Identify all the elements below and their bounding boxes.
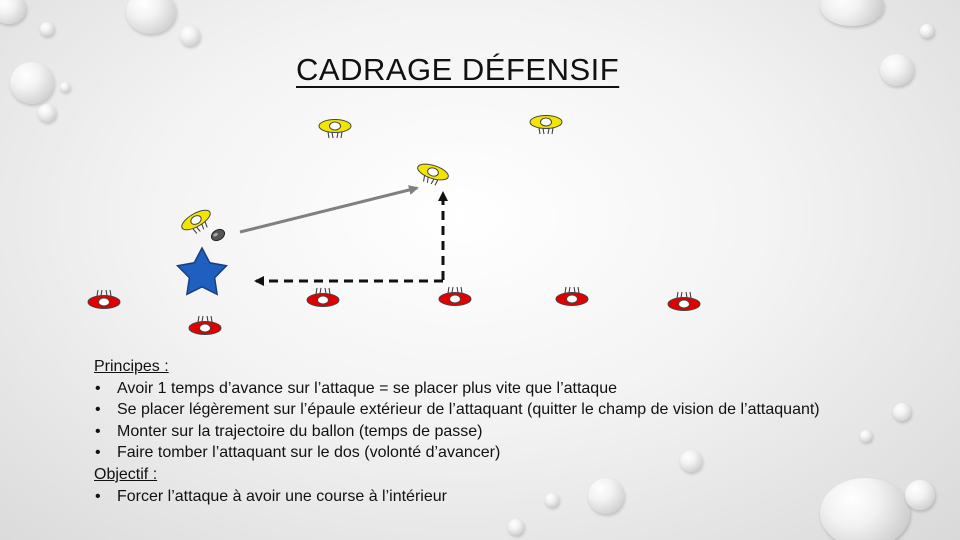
droplet-decoration (40, 22, 54, 36)
droplet-decoration (508, 519, 524, 535)
principle-item: Faire tomber l’attaquant sur le dos (vol… (94, 442, 824, 464)
defender-icon (306, 287, 340, 307)
droplet-decoration (126, 0, 176, 34)
defender-icon (667, 291, 701, 311)
pass-arrow (239, 185, 419, 234)
page-title: CADRAGE DÉFENSIF (296, 52, 620, 87)
attacker-icon (413, 160, 451, 189)
droplet-decoration (905, 480, 935, 510)
droplet-decoration (180, 26, 200, 46)
principles-list: Avoir 1 temps d’avance sur l’attaque = s… (94, 378, 824, 464)
defender-icon (438, 286, 472, 306)
droplet-decoration (60, 82, 70, 92)
droplet-decoration (860, 430, 872, 442)
explanation-text: Principes : Avoir 1 temps d’avance sur l… (94, 356, 824, 507)
attacker-icon (318, 119, 352, 139)
droplet-decoration (820, 478, 910, 540)
droplet-decoration (10, 62, 54, 104)
ball-icon (210, 228, 226, 242)
droplet-decoration (38, 104, 56, 122)
attacker-icon (529, 115, 563, 135)
objective-item: Forcer l’attaque à avoir une course à l’… (94, 486, 824, 508)
defender-icon (555, 286, 589, 306)
attacker-icon (178, 205, 217, 239)
defender-icon (188, 315, 222, 335)
droplet-decoration (880, 54, 914, 86)
principles-heading: Principes : (94, 358, 169, 375)
droplet-decoration (920, 24, 934, 38)
droplet-decoration (893, 403, 911, 421)
principle-item: Monter sur la trajectoire du ballon (tem… (94, 421, 824, 443)
principle-item: Se placer légèrement sur l’épaule extéri… (94, 399, 824, 421)
defender-icon (87, 289, 121, 309)
principle-item: Avoir 1 temps d’avance sur l’attaque = s… (94, 378, 824, 400)
objective-heading: Objectif : (94, 465, 158, 483)
objective-list: Forcer l’attaque à avoir une course à l’… (94, 486, 824, 508)
star-icon (175, 246, 229, 296)
